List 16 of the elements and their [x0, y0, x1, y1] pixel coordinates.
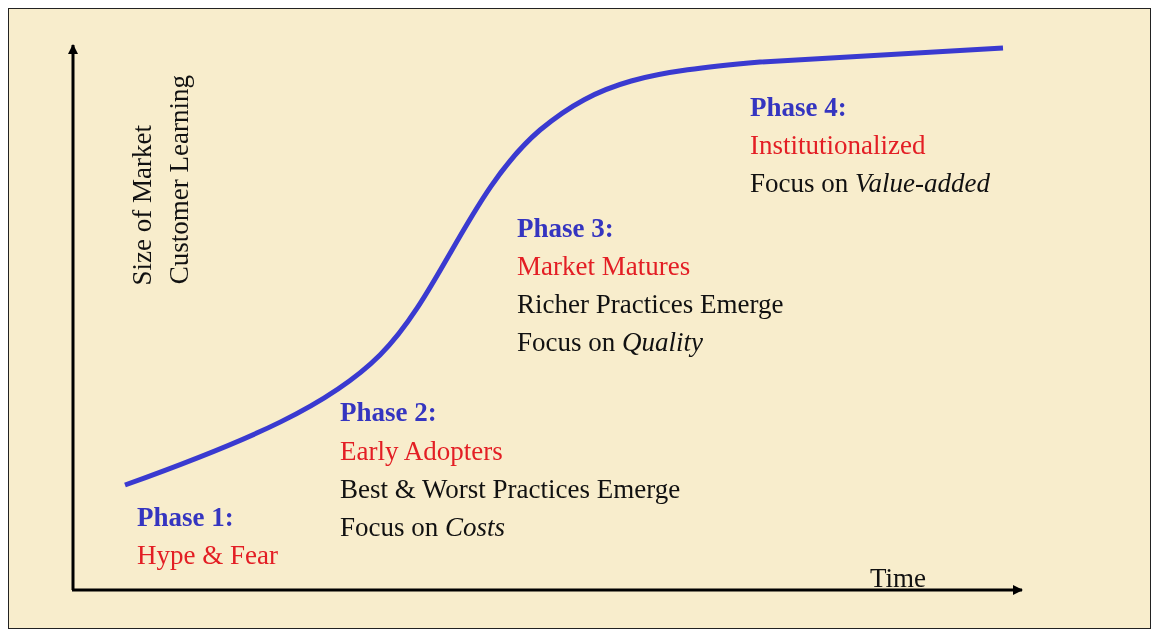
phase-description: Focus on Value-added — [750, 168, 990, 198]
phase-heading: Phase 3: — [517, 213, 614, 243]
phase-name: Institutionalized — [750, 130, 926, 160]
phase-description: Focus on Costs — [340, 512, 506, 542]
phase-name: Hype & Fear — [137, 540, 278, 570]
axis-label: Time — [870, 563, 927, 593]
phase-description: Richer Practices Emerge — [517, 289, 784, 319]
axis-label: Size of Market — [127, 125, 157, 286]
axis-label: Customer Learning — [164, 75, 194, 285]
phase-heading: Phase 4: — [750, 92, 847, 122]
phase-heading: Phase 2: — [340, 397, 437, 427]
phase-description: Focus on Quality — [517, 327, 703, 357]
phase-description: Best & Worst Practices Emerge — [340, 474, 681, 504]
phase-name: Early Adopters — [340, 436, 503, 466]
phase-heading: Phase 1: — [137, 502, 234, 532]
phase-name: Market Matures — [517, 251, 691, 281]
